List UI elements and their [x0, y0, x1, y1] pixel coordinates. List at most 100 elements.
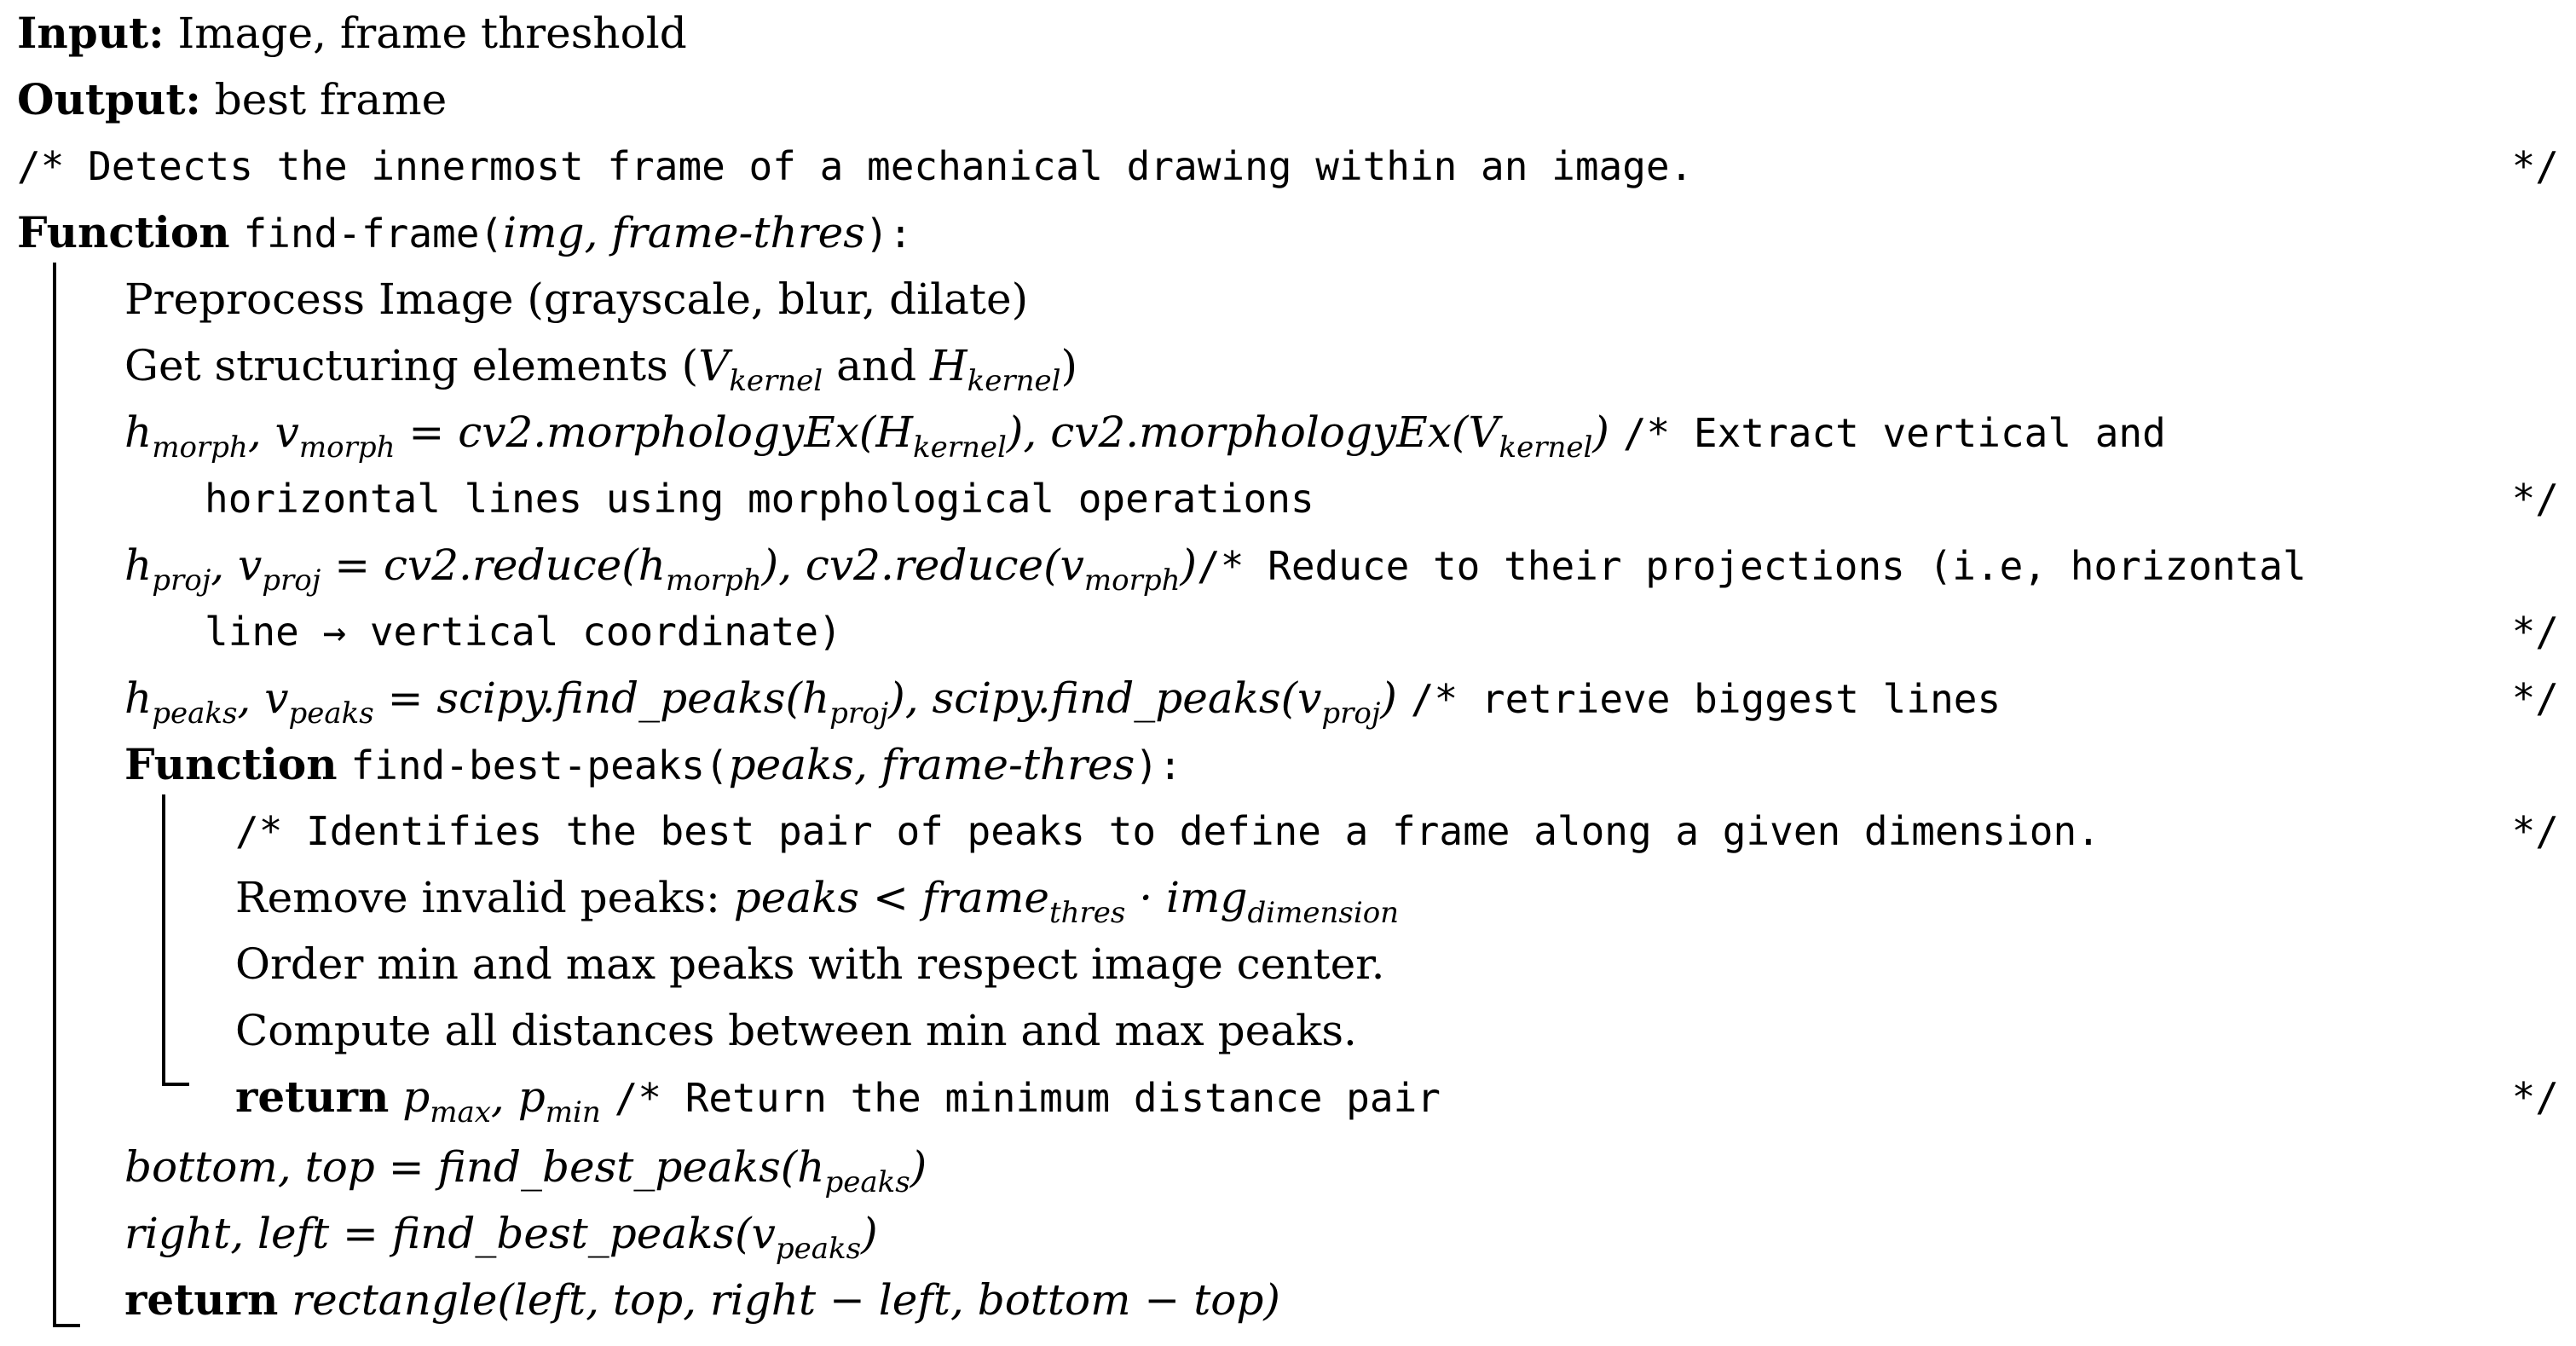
function-open-paren: (	[479, 211, 504, 257]
morph-comment: /* Extract vertical and	[1622, 410, 2166, 456]
proj-step: hproj, vproj = cv2.reduce(hmorph), cv2.r…	[124, 540, 2307, 598]
morph-sub: morph	[152, 430, 248, 465]
output-line: Output: best frame	[17, 66, 447, 133]
input-text: Image, frame threshold	[177, 9, 687, 58]
close-paren: )	[910, 1142, 927, 1192]
inner-block-bracket	[162, 794, 189, 1086]
dimension-sub: dimension	[1247, 896, 1400, 930]
dot-img: · img	[1125, 873, 1248, 922]
remove-math: peaks < frame	[733, 873, 1049, 922]
equals: =	[321, 540, 384, 590]
max-sub: max	[430, 1095, 491, 1129]
structuring-close: )	[1060, 341, 1077, 390]
main-comment-end: */	[2511, 143, 2559, 189]
find-peaks-call-h: scipy.find_peaks(h	[436, 673, 830, 723]
compute-step: Compute all distances between min and ma…	[235, 1006, 1357, 1055]
peaks-sub: peaks	[152, 696, 238, 731]
morph-sub: morph	[298, 430, 396, 465]
morph-call-h: cv2.morphologyEx(H	[458, 407, 914, 457]
close-paren: )	[1180, 540, 1198, 590]
function-keyword: Function	[17, 207, 230, 257]
h-kernel-sub: kernel	[967, 364, 1061, 398]
morph-comment-cont: horizontal lines using morphological ope…	[205, 476, 1314, 522]
function-args: img, frame-thres	[503, 208, 865, 257]
morph-sub: morph	[1083, 563, 1181, 598]
close-paren: )	[1592, 407, 1609, 457]
thres-sub: thres	[1048, 896, 1126, 930]
function-args: peaks, frame-thres	[728, 740, 1135, 789]
return-rectangle-step: return rectangle(left, top, right − left…	[124, 1267, 1280, 1333]
return-comment: /* Return the minimum distance pair	[614, 1075, 1441, 1121]
kernel-sub: kernel	[1499, 430, 1593, 465]
return-keyword: return	[124, 1274, 279, 1325]
return-keyword: return	[235, 1072, 390, 1122]
peaks-sub: peaks	[824, 1165, 910, 1199]
morph-call-v: cv2.morphologyEx(V	[1050, 407, 1499, 457]
peaks-step: hpeaks, vpeaks = scipy.find_peaks(hproj)…	[124, 673, 2001, 731]
peaks-comment: /* retrieve biggest lines	[1410, 676, 2001, 722]
rectangle-expr: rectangle(left, top, right − left, botto…	[292, 1275, 1280, 1325]
proj-sub: proj	[829, 696, 889, 731]
function-close: ):	[1135, 742, 1182, 789]
reduce-call-v: cv2.reduce(v	[805, 540, 1084, 590]
v-symbol: V	[698, 341, 730, 390]
return-comment-end: */	[2511, 1074, 2559, 1120]
order-step: Order min and max peaks with respect ima…	[235, 939, 1385, 989]
h-symbol: H	[930, 341, 967, 390]
bottom-top-expr: bottom, top = find_best_peaks(h	[124, 1142, 825, 1192]
function-close: ):	[864, 211, 913, 257]
remove-invalid-step: Remove invalid peaks: peaks < framethres…	[235, 864, 1399, 931]
separator: ),	[1006, 407, 1051, 457]
comma: ,	[490, 1072, 518, 1122]
function-open-paren: (	[704, 742, 729, 789]
separator: ),	[888, 673, 933, 723]
close-paren: )	[1380, 673, 1397, 723]
close-paren: )	[861, 1209, 878, 1258]
main-comment: /* Detects the innermost frame of a mech…	[17, 143, 1694, 189]
morph-sub: morph	[665, 563, 762, 598]
morph-step: hmorph, vmorph = cv2.morphologyEx(Hkerne…	[124, 407, 2166, 465]
outer-block-bracket	[53, 263, 80, 1327]
proj-sub: proj	[1321, 696, 1381, 731]
peaks-sub: peaks	[775, 1232, 862, 1266]
output-label: Output:	[17, 74, 201, 124]
structuring-prefix: Get structuring elements (	[124, 341, 699, 390]
function-keyword: Function	[124, 739, 338, 789]
best-peaks-comment: /* Identifies the best pair of peaks to …	[235, 808, 2100, 854]
output-text: best frame	[214, 75, 448, 124]
h-var: h	[124, 540, 153, 590]
peaks-sub: peaks	[288, 696, 374, 731]
separator: ),	[761, 540, 806, 590]
return-peaks-step: return pmax, pmin /* Return the minimum …	[235, 1064, 1441, 1130]
and-word: and	[823, 341, 930, 390]
equals: =	[395, 407, 459, 457]
proj-comment: /* Reduce to their projections (i.e, hor…	[1197, 543, 2307, 589]
best-peaks-comment-end: */	[2511, 808, 2559, 854]
right-left-expr: right, left = find_best_peaks(v	[124, 1209, 776, 1258]
proj-sub: proj	[262, 563, 321, 598]
input-line: Input: Image, frame threshold	[17, 0, 687, 66]
function-name: find-best-peaks	[350, 742, 705, 789]
v-kernel-sub: kernel	[729, 364, 823, 398]
kernel-sub: kernel	[913, 430, 1007, 465]
h-var: h	[124, 407, 153, 457]
bottom-top-step: bottom, top = find_best_peaks(hpeaks)	[124, 1134, 927, 1200]
input-label: Input:	[17, 8, 165, 58]
right-left-step: right, left = find_best_peaks(vpeaks)	[124, 1200, 878, 1267]
reduce-call-h: cv2.reduce(h	[384, 540, 666, 590]
function-find-frame-header: Function find-frame(img, frame-thres):	[17, 199, 912, 266]
v-var: v	[274, 407, 299, 457]
v-var: v	[238, 540, 263, 590]
min-sub: min	[545, 1095, 601, 1129]
proj-comment-cont: line → vertical coordinate)	[205, 609, 842, 655]
function-name: find-frame	[243, 211, 480, 257]
structuring-step: Get structuring elements (Vkernel and Hk…	[124, 332, 1077, 399]
morph-comment-end: */	[2511, 476, 2559, 522]
preprocess-step: Preprocess Image (grayscale, blur, dilat…	[124, 274, 1029, 324]
find-peaks-call-v: scipy.find_peaks(v	[932, 673, 1322, 723]
v-var: v	[264, 673, 289, 723]
function-find-best-peaks-header: Function find-best-peaks(peaks, frame-th…	[124, 731, 1182, 798]
proj-comment-end: */	[2511, 609, 2559, 655]
h-var: h	[124, 673, 153, 723]
